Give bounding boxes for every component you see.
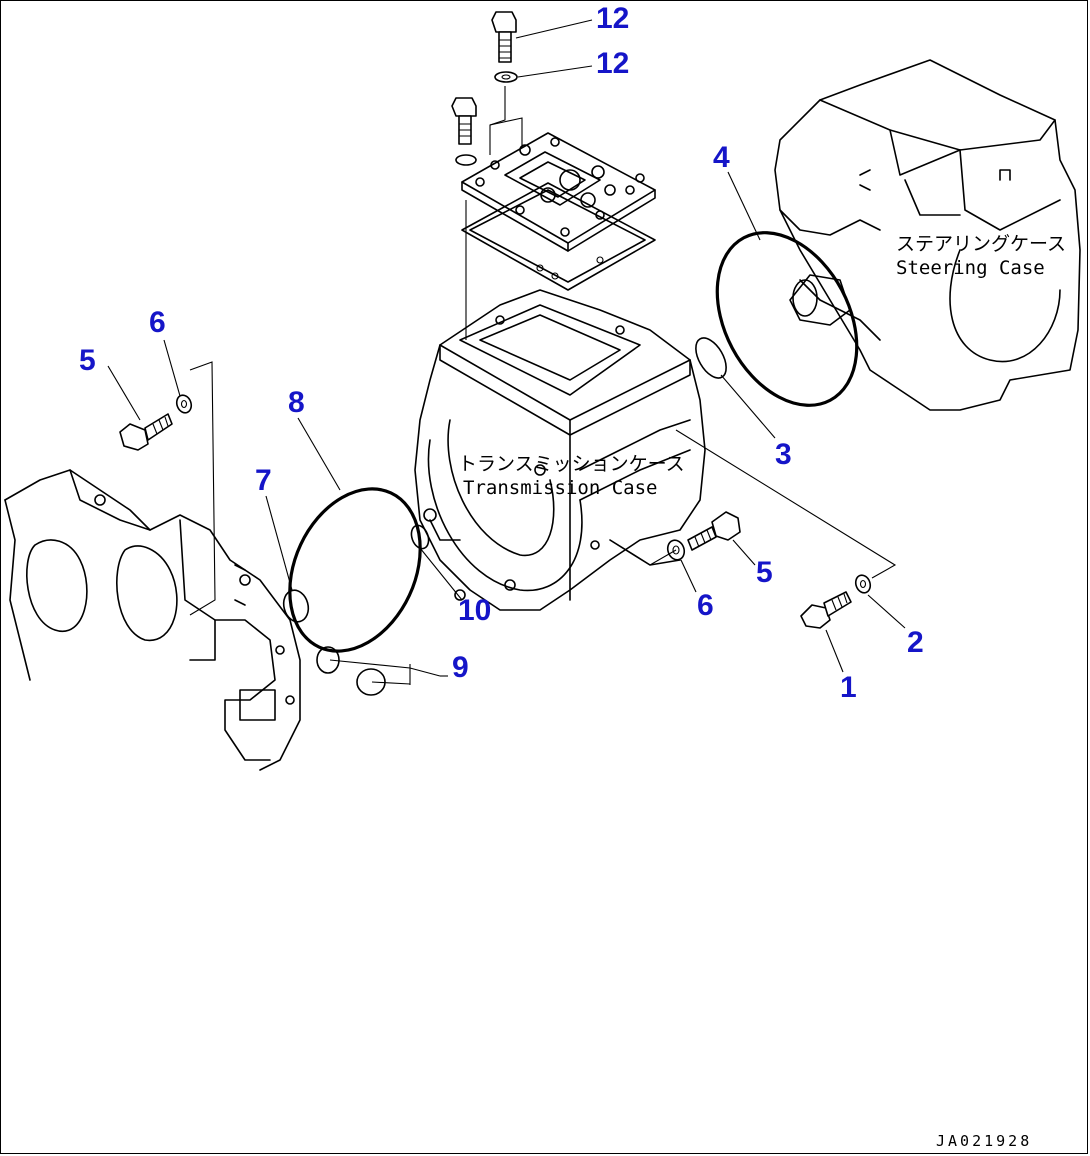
- callout-7: 7: [255, 464, 272, 497]
- callout-2: 2: [907, 626, 924, 659]
- callout-6-left: 6: [149, 306, 166, 339]
- part-10-o-ring: [410, 524, 430, 550]
- callout-10: 10: [458, 594, 491, 627]
- callout-8: 8: [288, 386, 305, 419]
- part-5-bolt-left: [119, 413, 173, 451]
- extra-bolt-left: [451, 97, 477, 166]
- part-5-bolt-right: [687, 511, 741, 551]
- assembly-lines: [189, 86, 897, 685]
- callout-5-left: 5: [79, 344, 96, 377]
- part-7-o-ring: [282, 589, 310, 623]
- part-4-large-seal-ring: [715, 231, 859, 407]
- callout-5-right: 5: [756, 556, 773, 589]
- callout-6-right: 6: [697, 589, 714, 622]
- steering-case-label-jp: ステアリングケース: [896, 233, 1066, 255]
- steering-case-outline: [774, 59, 1081, 411]
- part-12-washer: [494, 71, 518, 83]
- callout-4: 4: [713, 141, 730, 174]
- part-9-o-rings: [316, 646, 386, 696]
- callout-3: 3: [775, 438, 792, 471]
- part-3-o-ring: [695, 337, 727, 379]
- drawing-code: JA021928: [936, 1132, 1032, 1150]
- part-2-washer: [854, 574, 872, 594]
- transmission-case-label-jp: トランスミッションケース: [458, 453, 685, 475]
- callout-12: 12: [596, 47, 629, 80]
- part-6-washer-right: [666, 539, 686, 561]
- part-1-bolt: [800, 591, 852, 629]
- callout-9: 9: [452, 651, 469, 684]
- cover-gasket: [461, 182, 656, 291]
- part-6-washer-left: [175, 394, 193, 414]
- part-8-large-seal-ring: [288, 487, 422, 653]
- callout-leaders: [107, 19, 906, 677]
- callout-11: 12: [596, 2, 629, 35]
- transmission-case-outline: [414, 289, 706, 611]
- left-case-outline: [4, 469, 301, 771]
- part-11-bolt: [491, 11, 517, 63]
- cover-plate: [461, 132, 656, 252]
- transmission-case-label-en: Transmission Case: [463, 477, 657, 499]
- steering-case-label-en: Steering Case: [896, 257, 1045, 279]
- callout-1: 1: [840, 671, 857, 704]
